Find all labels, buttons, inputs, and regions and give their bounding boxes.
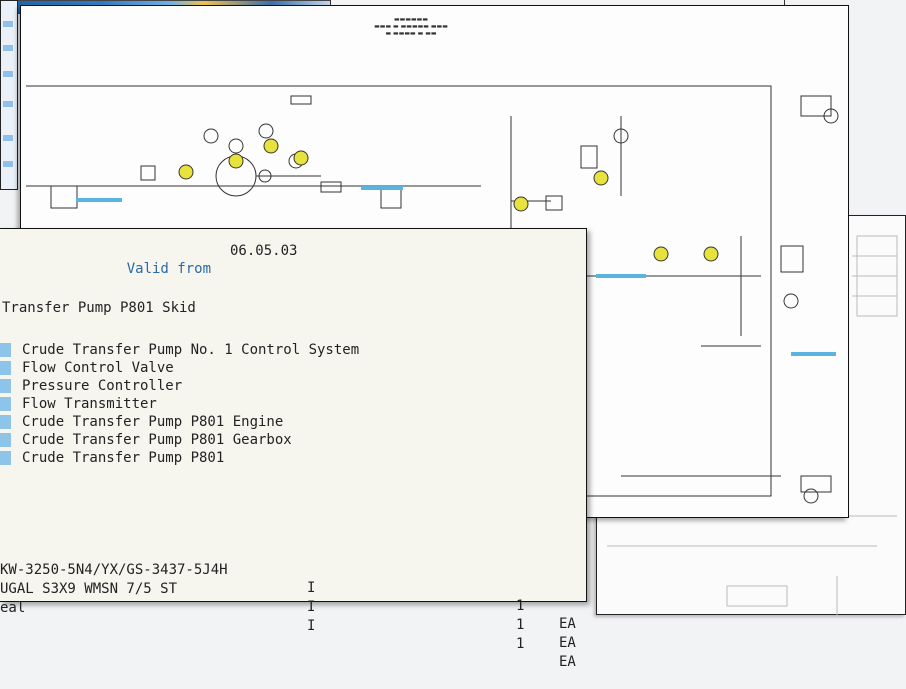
material-cell: KW-3250-5N4/YX/GS-3437-5J4H (0, 562, 228, 578)
selection-marker[interactable] (0, 415, 11, 429)
bom-window: Valid from 06.05.03 Transfer Pump P801 S… (0, 228, 587, 670)
quantity-cell: 1 (516, 598, 525, 614)
table-row[interactable]: UGAL S3X9 WMSN 7/5 ST I 1 EA (0, 562, 576, 651)
quantity-cell: 1 (516, 636, 525, 652)
quantity-cell: 1 (516, 617, 525, 633)
component-label: Flow Transmitter (22, 396, 157, 412)
doc-marker (3, 101, 13, 107)
component-label: Pressure Controller (22, 378, 183, 394)
pid-title-line: ▬ ▬▬▬▬ ▬ ▬▬ (385, 30, 437, 37)
header-description: Transfer Pump P801 Skid (2, 300, 196, 316)
table-row[interactable]: KW-3250-5N4/YX/GS-3437-5J4H I 1 EA (0, 543, 576, 632)
pid-title-block: ▬▬▬▬▬▬ ▬▬▬ ▬ ▬▬▬▬▬ ▬▬▬ ▬ ▬▬▬▬ ▬ ▬▬ (341, 16, 481, 37)
pid-title-line: ▬▬▬▬▬▬ (393, 16, 428, 23)
unit-cell: EA (559, 654, 576, 670)
doc-marker (3, 161, 13, 167)
selection-marker[interactable] (0, 397, 11, 411)
component-label: Crude Transfer Pump P801 Gearbox (22, 432, 292, 448)
selection-marker[interactable] (0, 361, 11, 375)
doc-marker (3, 135, 13, 141)
valid-from-value: 06.05.03 (230, 243, 298, 259)
material-cell: UGAL S3X9 WMSN 7/5 ST (0, 581, 178, 597)
category-cell: I (307, 599, 316, 615)
pid-title-line: ▬▬▬ ▬ ▬▬▬▬▬ ▬▬▬ (374, 23, 448, 30)
table-row[interactable]: eal I 1 EA (0, 581, 576, 670)
left-document-sheet (0, 0, 18, 190)
doc-marker (3, 45, 13, 51)
doc-marker (3, 21, 13, 27)
selection-marker[interactable] (0, 433, 11, 447)
component-label: Crude Transfer Pump P801 Engine (22, 414, 284, 430)
pid-drawing (26, 85, 839, 504)
doc-marker (3, 71, 13, 77)
component-label: Flow Control Valve (22, 360, 174, 376)
selection-marker[interactable] (0, 451, 11, 465)
valid-from-label: Valid from (126, 261, 212, 277)
valid-from-row: Valid from (93, 242, 211, 277)
unit-cell: EA (559, 635, 576, 651)
selection-marker[interactable] (0, 379, 11, 393)
component-label: Crude Transfer Pump P801 (22, 450, 225, 466)
selection-marker[interactable] (0, 343, 11, 357)
unit-cell: EA (559, 616, 576, 632)
category-cell: I (307, 580, 316, 596)
category-cell: I (307, 618, 316, 634)
component-label: Crude Transfer Pump No. 1 Control System (22, 342, 360, 358)
